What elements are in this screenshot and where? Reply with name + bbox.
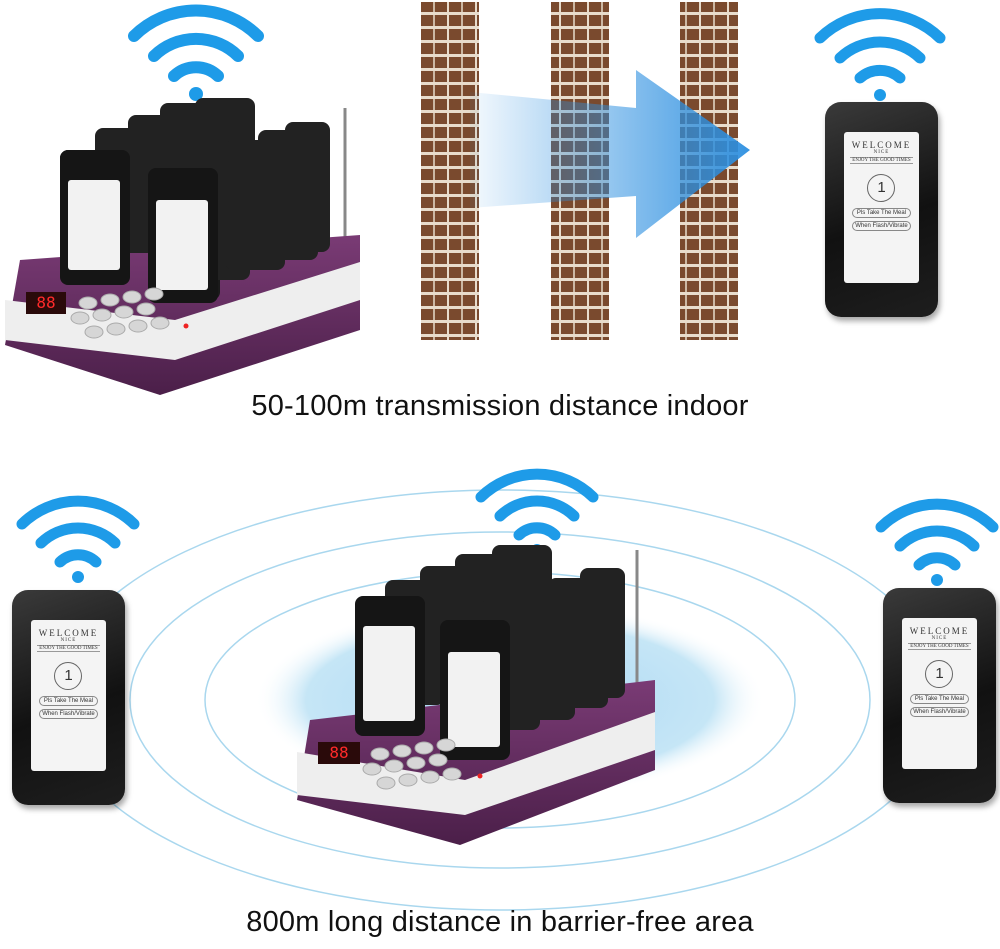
pager-number: 1 <box>867 173 896 202</box>
pager-enjoy: ENJOY THE GOOD TIMES <box>37 644 100 652</box>
wifi-icon <box>814 8 946 101</box>
pager-number: 1 <box>925 659 954 688</box>
wifi-icon <box>16 495 140 583</box>
pager-take-meal: Pls Take The Meal <box>39 695 98 706</box>
pager-take-meal: Pls Take The Meal <box>852 207 911 218</box>
signal-arrow <box>470 70 750 238</box>
transmitter-base <box>5 98 360 395</box>
pager-flash: When Flash/Vibrate <box>39 708 98 719</box>
pager-enjoy: ENJOY THE GOOD TIMES <box>850 156 913 164</box>
wifi-icon <box>875 498 999 586</box>
pager-welcome: WELCOME <box>909 625 970 636</box>
pager-welcome: WELCOME <box>38 627 99 638</box>
pager-flash: When Flash/Vibrate <box>910 706 969 717</box>
pager: WELCOME NICE ENJOY THE GOOD TIMES 1 Pls … <box>883 588 996 803</box>
pager-flash: When Flash/Vibrate <box>852 220 911 231</box>
pager-sub: NICE <box>873 149 890 155</box>
caption-outdoor: 800m long distance in barrier-free area <box>246 906 754 938</box>
pager-take-meal: Pls Take The Meal <box>910 693 969 704</box>
wifi-icon <box>475 468 599 556</box>
pager-number: 1 <box>54 661 83 690</box>
pager: WELCOME NICE ENJOY THE GOOD TIMES 1 Pls … <box>12 590 125 805</box>
base-led-display: 88 <box>36 293 56 312</box>
pager-screen: WELCOME NICE ENJOY THE GOOD TIMES 1 Pls … <box>31 620 106 771</box>
pager-sub: NICE <box>931 635 948 641</box>
transmitter-base <box>297 545 655 845</box>
pager-screen: WELCOME NICE ENJOY THE GOOD TIMES 1 Pls … <box>844 132 919 283</box>
pager-welcome: WELCOME <box>851 139 912 150</box>
pager-screen: WELCOME NICE ENJOY THE GOOD TIMES 1 Pls … <box>902 618 977 769</box>
pager-sub: NICE <box>60 637 77 643</box>
wifi-icon <box>128 4 264 101</box>
base-led-display: 88 <box>329 743 349 762</box>
pager-enjoy: ENJOY THE GOOD TIMES <box>908 642 971 650</box>
pager: WELCOME NICE ENJOY THE GOOD TIMES 1 Pls … <box>825 102 938 317</box>
brick-wall <box>421 2 479 340</box>
caption-indoor: 50-100m transmission distance indoor <box>251 390 749 422</box>
